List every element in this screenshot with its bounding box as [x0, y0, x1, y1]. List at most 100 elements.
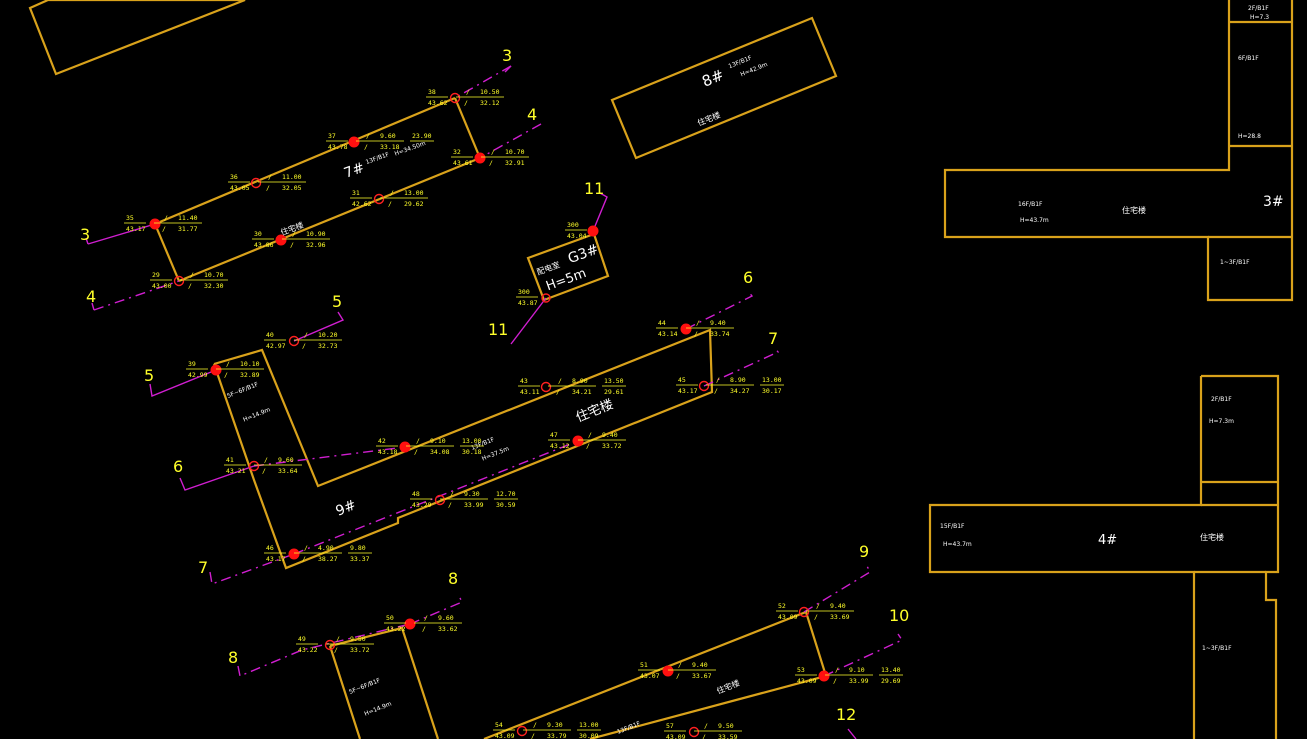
manhole-31[interactable]	[373, 193, 385, 205]
manhole-number: 46	[266, 544, 274, 552]
building-labels: 8# 13F/B1F H=42.9m 住宅楼 7# 13F/B1F H=34.5…	[226, 5, 1284, 736]
manhole-42[interactable]	[399, 441, 411, 453]
manhole-52[interactable]	[798, 606, 810, 618]
manhole-slash: /	[334, 646, 338, 654]
manhole-51[interactable]	[662, 665, 674, 677]
manhole-43[interactable]	[540, 381, 552, 393]
manhole-49[interactable]	[324, 639, 336, 651]
manhole-depth-value: 11.40	[178, 214, 198, 222]
section-label: 11	[488, 320, 508, 339]
manhole-depth-value: 8.90	[730, 376, 746, 384]
manhole-depth-value: 8.90	[572, 377, 588, 385]
manhole-number: 43	[520, 377, 528, 385]
manhole-39[interactable]	[210, 364, 222, 376]
manhole-slash: /	[302, 342, 306, 350]
manhole-ground-elevation: 43.18	[378, 448, 398, 456]
manhole-ground-elevation: 42.99	[188, 371, 208, 379]
manhole-invert-value: 33.69	[830, 613, 850, 621]
building-8-outline	[610, 16, 838, 160]
manhole-depth-value: 10.70	[204, 271, 224, 279]
section-label: 4	[527, 105, 537, 124]
manhole-invert-value: 29.61	[604, 388, 624, 396]
manhole-invert-value: 30.59	[496, 501, 516, 509]
building-3-id: 3#	[1263, 194, 1284, 210]
section-label: 5	[144, 366, 154, 385]
manhole-ground-elevation: 43.11	[520, 388, 540, 396]
section-label: 10	[889, 606, 909, 625]
building-10-wing-height: H=14.9m	[363, 700, 392, 717]
manhole-slash: /	[424, 614, 428, 622]
manhole-36[interactable]	[250, 177, 262, 189]
manhole-32[interactable]	[474, 152, 486, 164]
manhole-depth-value: 9.80	[350, 544, 366, 552]
manhole-invert-value: 32.96	[306, 241, 326, 249]
manhole-slash: /	[304, 544, 308, 552]
manhole-ground-elevation: 43.62	[428, 99, 448, 107]
manhole-48[interactable]	[434, 494, 446, 506]
manhole-number: 30	[254, 230, 262, 238]
manhole-depth-value: 10.70	[505, 148, 525, 156]
manhole-number: 52	[778, 602, 786, 610]
manhole-invert-value: 33.62	[438, 625, 458, 633]
manhole-50[interactable]	[404, 618, 416, 630]
manhole-ground-elevation: 43.17	[126, 225, 146, 233]
building-9-height: H=37.5m	[481, 445, 510, 462]
manhole-depth-value: 9.10	[430, 437, 446, 445]
manhole-invert-value: 30.18	[462, 448, 482, 456]
manhole-invert-value: 32.12	[480, 99, 500, 107]
manhole-slash: /	[816, 602, 820, 610]
manhole-300a[interactable]	[587, 225, 599, 237]
manhole-slash: /	[586, 442, 590, 450]
manhole-depth-value: 9.40	[710, 319, 726, 327]
manhole-number: 41	[226, 456, 234, 464]
manhole-slash: /	[162, 225, 166, 233]
manhole-40[interactable]	[288, 335, 300, 347]
manhole-slash: /	[833, 677, 837, 685]
manhole-depth-value: 9.60	[438, 614, 454, 622]
manhole-47[interactable]	[572, 435, 584, 447]
manhole-57[interactable]	[688, 726, 700, 738]
manhole-slash: /	[704, 722, 708, 730]
manholes	[149, 92, 830, 738]
manhole-invert-value: 33.72	[602, 442, 622, 450]
manhole-38[interactable]	[449, 92, 461, 104]
manhole-54[interactable]	[516, 725, 528, 737]
manhole-slash: /	[226, 360, 230, 368]
manhole-invert-value: 32.05	[282, 184, 302, 192]
building-3-height: H=43.7m	[1020, 217, 1049, 224]
building-3-bottom-floors: 1~3F/B1F	[1220, 259, 1250, 266]
building-3-outline	[943, 0, 1294, 302]
manhole-depth-value: 9.40	[602, 431, 618, 439]
manhole-ground-elevation: 43.61	[453, 159, 473, 167]
building-g3-use: 配电室	[535, 259, 561, 277]
manhole-number: 29	[152, 271, 160, 279]
manhole-53[interactable]	[818, 670, 830, 682]
manhole-ground-elevation: 42.62	[352, 200, 372, 208]
manhole-41[interactable]	[248, 460, 260, 472]
manhole-depth-value: 10.10	[240, 360, 260, 368]
manhole-number: 300	[567, 221, 579, 229]
manhole-slash: /	[366, 132, 370, 140]
manhole-number: 42	[378, 437, 386, 445]
manhole-29[interactable]	[173, 275, 185, 287]
manhole-invert-value: 33.99	[464, 501, 484, 509]
manhole-30[interactable]	[275, 234, 287, 246]
manhole-slash: /	[694, 330, 698, 338]
manhole-ground-elevation: 43.22	[386, 625, 406, 633]
manhole-invert-value: 33.59	[718, 733, 738, 739]
manhole-45[interactable]	[698, 380, 710, 392]
manhole-37[interactable]	[348, 136, 360, 148]
section-label: 7	[768, 329, 778, 348]
manhole-35[interactable]	[149, 218, 161, 230]
manhole-300b[interactable]	[541, 293, 551, 303]
manhole-depth-value: 9.50	[718, 722, 734, 730]
manhole-invert-value: 32.89	[240, 371, 260, 379]
manhole-44[interactable]	[680, 323, 692, 335]
section-label: 11	[584, 179, 604, 198]
manhole-ground-elevation: 43.29	[412, 501, 432, 509]
manhole-invert-value: 33.37	[350, 555, 370, 563]
manhole-46[interactable]	[288, 548, 300, 560]
manhole-slash: /	[533, 721, 537, 729]
manhole-slash: /	[558, 377, 562, 385]
